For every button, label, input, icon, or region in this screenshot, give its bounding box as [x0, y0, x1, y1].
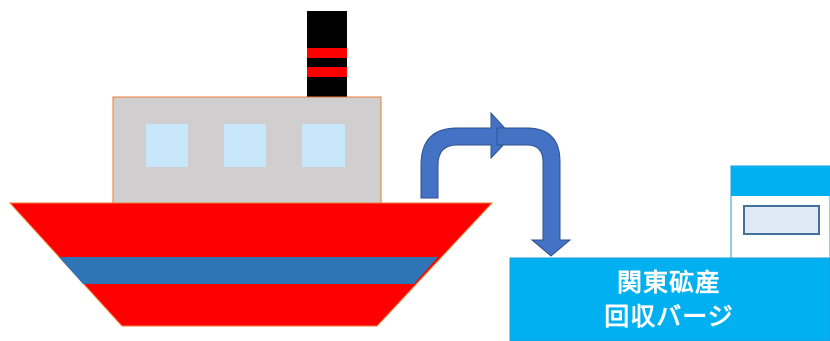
cabin-window-2 [224, 124, 266, 167]
ship-funnel [307, 11, 347, 99]
transfer-arrow [420, 111, 572, 257]
cabin-window-1 [146, 124, 188, 167]
ship-hull [8, 202, 494, 327]
funnel-band-upper [307, 48, 347, 58]
barge-label: 関東砿産 回収バージ [510, 258, 828, 341]
cabin-window-3 [302, 124, 345, 167]
ship-cabin [112, 96, 382, 204]
funnel-band-lower [307, 67, 347, 77]
barge-label-line1: 関東砿産 [616, 267, 721, 297]
barge-cabin-roof [731, 166, 830, 196]
hull-stripe [59, 257, 438, 284]
barge-body [509, 257, 830, 341]
recovery-barge [509, 165, 830, 341]
barge-cabin-window [743, 205, 820, 235]
barge-label-line2: 回収バージ [604, 301, 734, 331]
